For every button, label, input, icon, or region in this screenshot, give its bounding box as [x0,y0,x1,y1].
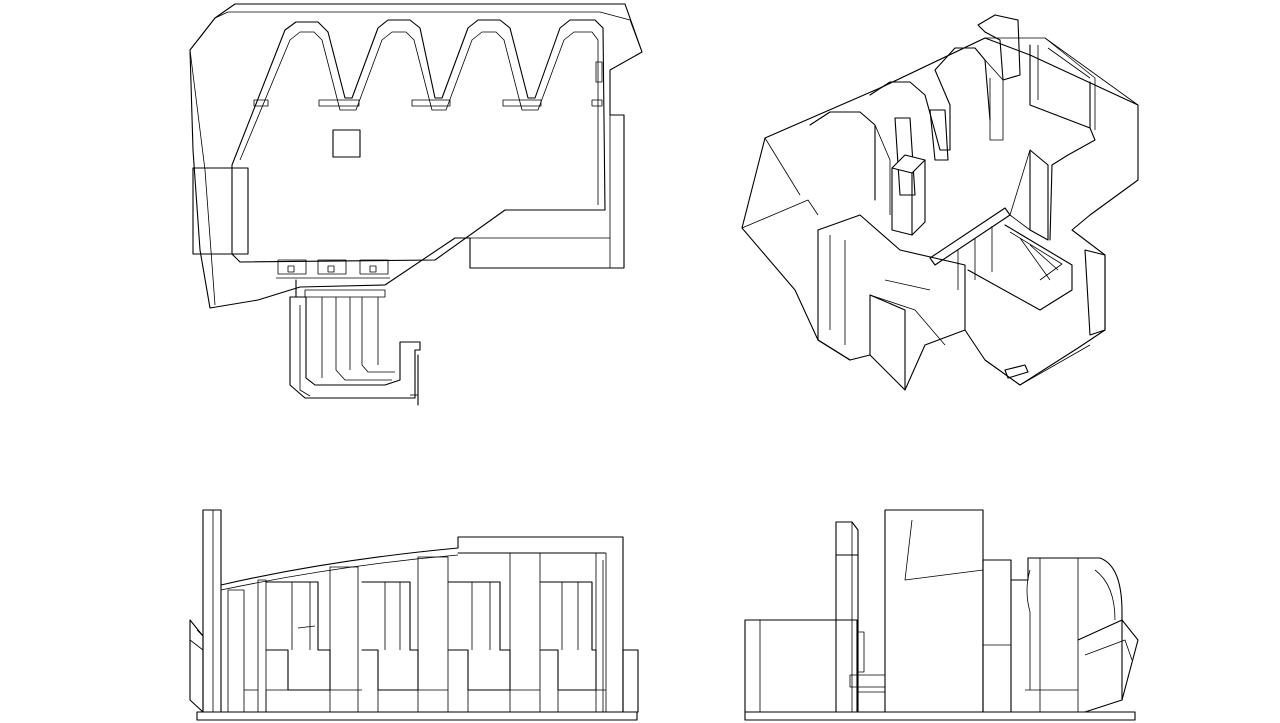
isometric-view [741,14,1139,391]
front-view [189,509,639,721]
side-view [744,509,1139,721]
top-view [189,3,643,406]
